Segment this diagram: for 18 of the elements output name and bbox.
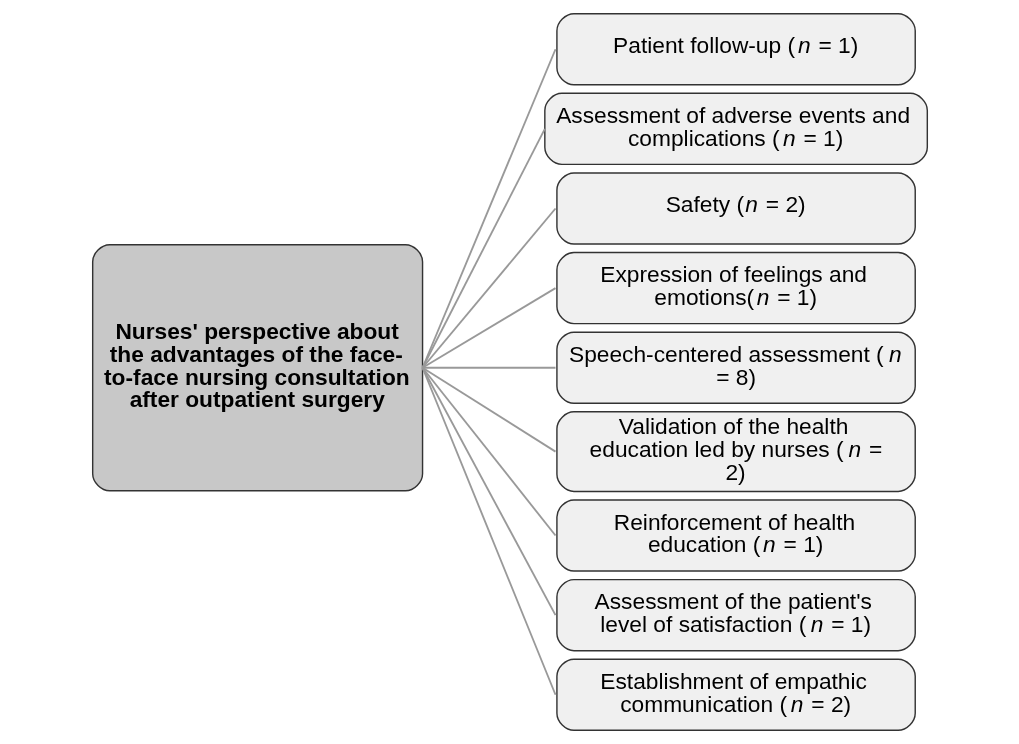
node-box: Reinforcement of health education (n = 1) [555,499,916,572]
connector [421,366,556,537]
connector [421,287,556,369]
connector [421,48,556,369]
node-box: Validation of the health education led by nurses (n = 2) [555,411,916,493]
node-box: Assessment of adverse events and complications (n = 1) [543,92,928,166]
node-box: Expression of feelings and emotions(n = 1) [555,251,916,325]
connector [421,366,556,617]
connector [421,366,556,696]
connector [421,366,556,453]
node-box: Assessment of the patient's level of satisfaction (n = 1) [555,578,916,652]
node-box: Patient follow-up (n = 1) [555,13,916,86]
connector [421,207,556,369]
connector [421,366,556,369]
node-box: Establishment of empathic communication (n = 2) [555,658,916,731]
node-box: Safety (n = 2) [555,172,916,245]
node-box: Speech-centered assessment (n = 8) [555,331,916,404]
node-box: Nurses' perspective about the advantages of the face-to-face nursing consultation after outpatient surgery [91,244,423,492]
